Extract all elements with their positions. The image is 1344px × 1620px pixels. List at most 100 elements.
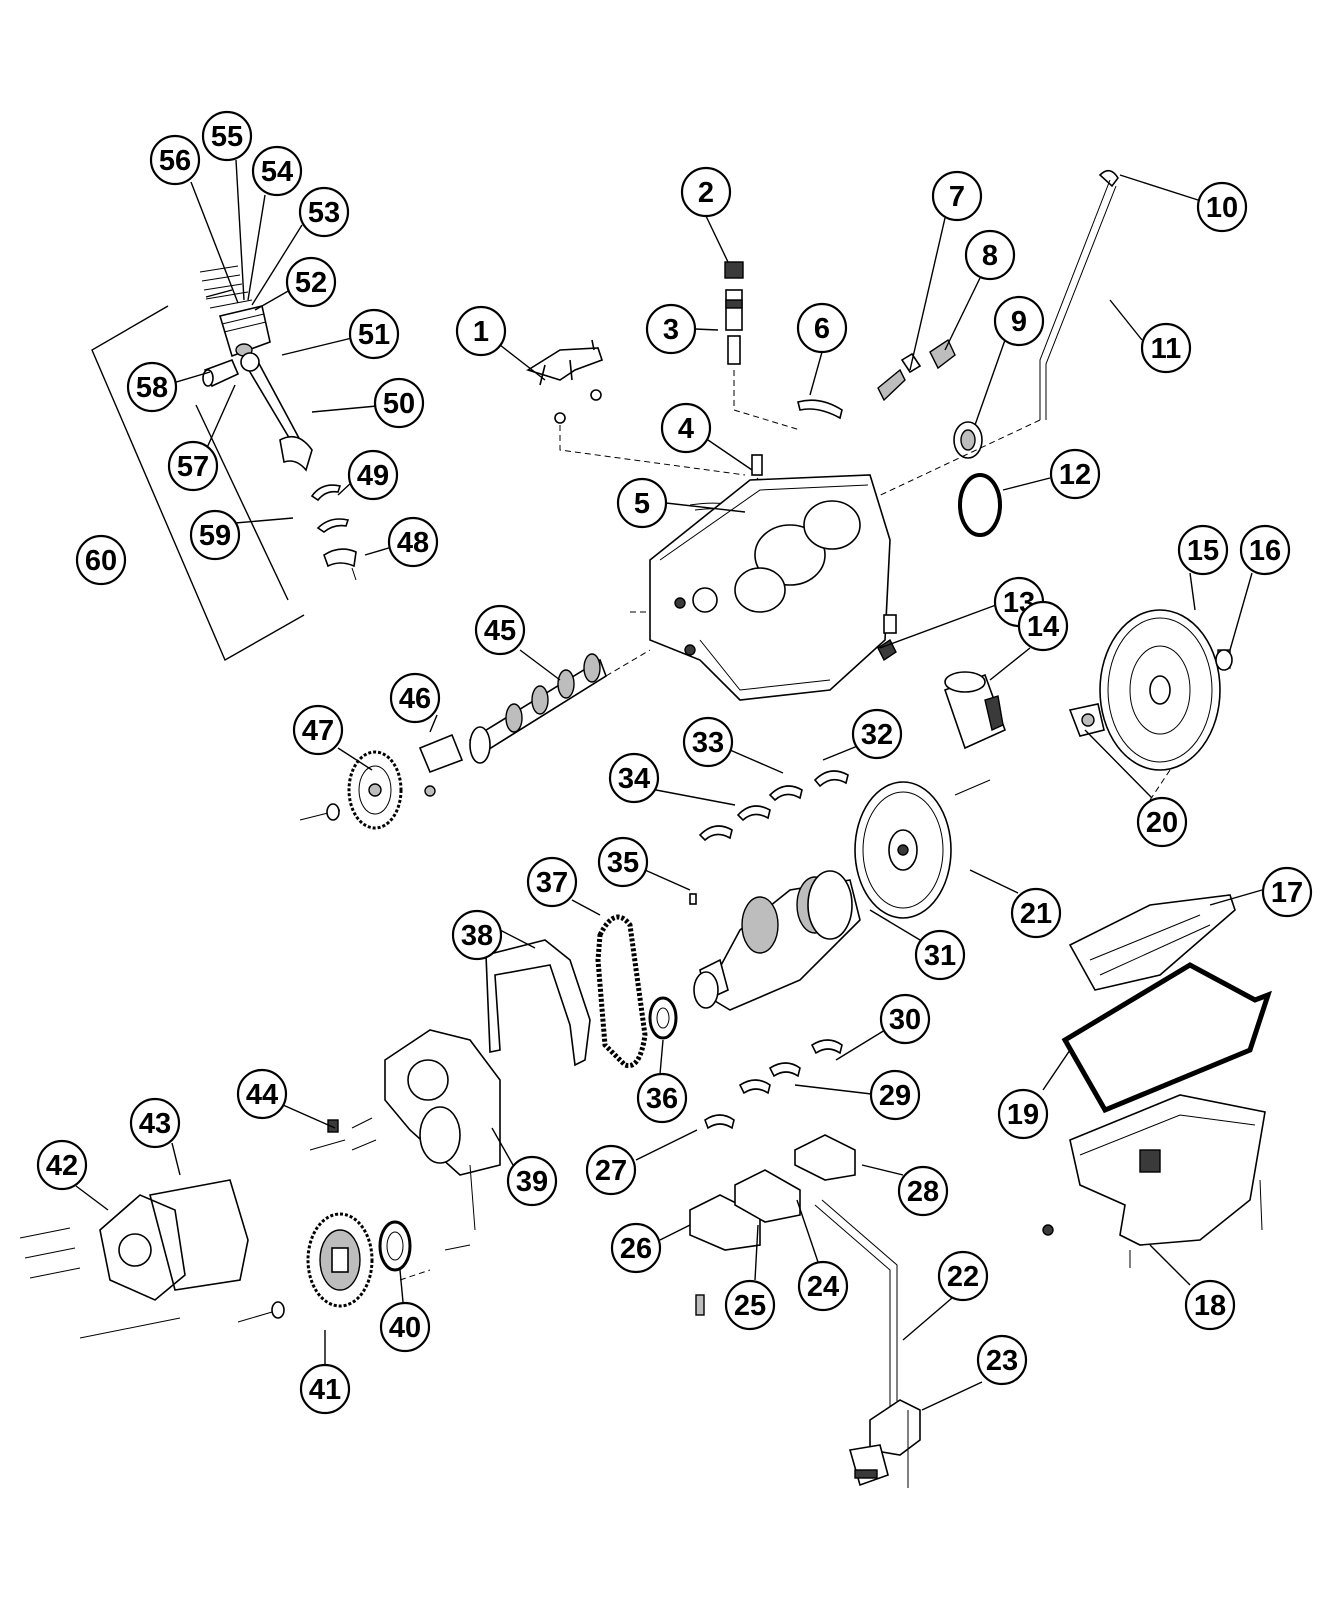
- callout-circle: [1010, 887, 1062, 939]
- callout-number: 56: [159, 145, 191, 177]
- callout-32: 32: [851, 708, 903, 760]
- callout-41: 41: [299, 1363, 351, 1415]
- cover-bolts: [309, 1117, 377, 1151]
- callout-number: 18: [1194, 1290, 1226, 1322]
- callout-number: 51: [358, 319, 390, 351]
- callout-number: 15: [1187, 535, 1219, 567]
- callout-52: 52: [285, 256, 337, 308]
- callout-number: 3: [663, 314, 679, 346]
- callout-9: 9: [993, 295, 1045, 347]
- callout-29: 29: [869, 1069, 921, 1121]
- callout-6: 6: [796, 302, 848, 354]
- callout-circle: [1239, 524, 1291, 576]
- callout-45: 45: [474, 604, 526, 656]
- leader-line: [989, 647, 1031, 681]
- callout-circle: [964, 229, 1016, 281]
- main-bearings-lower: [704, 1039, 843, 1130]
- callout-leaders: [75, 159, 1263, 1411]
- leader-line: [869, 909, 921, 941]
- callout-number: 7: [949, 181, 965, 213]
- callout-circle: [36, 1139, 88, 1191]
- callout-number: 58: [136, 372, 168, 404]
- engine-parts: [19, 169, 1273, 1488]
- callout-number: 37: [536, 867, 568, 899]
- callout-circle: [869, 1069, 921, 1121]
- leader-line: [729, 749, 784, 774]
- callout-number: 31: [924, 940, 956, 972]
- callout-circle: [1261, 866, 1313, 918]
- callout-circle: [129, 1097, 181, 1149]
- callout-number: 4: [678, 413, 694, 445]
- callout-35: 35: [597, 836, 649, 888]
- piston-rings: [199, 265, 253, 309]
- callout-number: 54: [261, 156, 293, 188]
- callout-circle: [126, 361, 178, 413]
- leader-line: [974, 339, 1006, 426]
- leader-line: [644, 869, 691, 891]
- callout-number: 9: [1011, 306, 1027, 338]
- timing-chain-guide: [526, 339, 746, 476]
- callout-circle: [285, 256, 337, 308]
- callout-23: 23: [976, 1334, 1028, 1386]
- callout-49: 49: [347, 449, 399, 501]
- leader-line: [251, 224, 303, 306]
- water-pump: [19, 1179, 249, 1339]
- piston: [218, 305, 271, 358]
- leader-line: [1119, 174, 1199, 201]
- leader-line: [944, 277, 981, 351]
- flywheel: [854, 779, 991, 919]
- leader-line: [429, 714, 438, 733]
- callout-31: 31: [914, 929, 966, 981]
- callout-59: 59: [189, 509, 241, 561]
- leader-line: [75, 1185, 109, 1211]
- crank-sprocket: [648, 996, 678, 1040]
- callout-number: 27: [595, 1155, 627, 1187]
- callout-56: 56: [149, 134, 201, 186]
- callout-number: 34: [618, 763, 650, 795]
- windage-tray: [1068, 894, 1236, 991]
- pilot-bearing: [1215, 649, 1233, 671]
- callout-circle: [937, 1250, 989, 1302]
- leader-line: [1002, 477, 1051, 491]
- callout-16: 16: [1239, 524, 1291, 576]
- callout-number: 52: [295, 267, 327, 299]
- leader-line: [172, 371, 211, 384]
- camshaft-plug: [953, 421, 983, 459]
- callout-circle: [506, 1155, 558, 1207]
- flexplate: [1099, 609, 1221, 771]
- crankshaft: [693, 870, 861, 1011]
- callout-58: 58: [126, 361, 178, 413]
- leader-line: [635, 1129, 698, 1161]
- callout-50: 50: [373, 377, 425, 429]
- oil-pan-gasket: [1061, 962, 1273, 1114]
- leader-line: [1229, 572, 1253, 651]
- oil-pan: [1042, 1094, 1266, 1268]
- callout-circle: [931, 170, 983, 222]
- leader-line: [665, 502, 746, 513]
- callout-circle: [298, 186, 350, 238]
- leader-line: [491, 1127, 514, 1166]
- oil-baffle: [797, 399, 843, 420]
- callout-number: 1: [473, 316, 489, 348]
- leader-line: [796, 1199, 819, 1263]
- callout-circle: [976, 1334, 1028, 1386]
- callout-circle: [236, 1068, 288, 1120]
- callout-44: 44: [236, 1068, 288, 1120]
- callout-43: 43: [129, 1097, 181, 1149]
- callout-number: 10: [1206, 192, 1238, 224]
- leader-line: [254, 289, 291, 311]
- leader-line: [399, 1269, 404, 1303]
- callout-21: 21: [1010, 887, 1062, 939]
- callout-27: 27: [585, 1144, 637, 1196]
- callout-circle: [167, 440, 219, 492]
- leader-line: [234, 517, 294, 524]
- callout-number: 8: [982, 240, 998, 272]
- callout-number: 39: [516, 1166, 548, 1198]
- alignment-lines: [399, 649, 1171, 1281]
- callout-number: 32: [861, 719, 893, 751]
- callout-11: 11: [1140, 322, 1192, 374]
- callout-number: 57: [177, 451, 209, 483]
- callout-2: 2: [680, 166, 732, 218]
- callout-circle: [348, 308, 400, 360]
- callout-60: 60: [75, 534, 127, 586]
